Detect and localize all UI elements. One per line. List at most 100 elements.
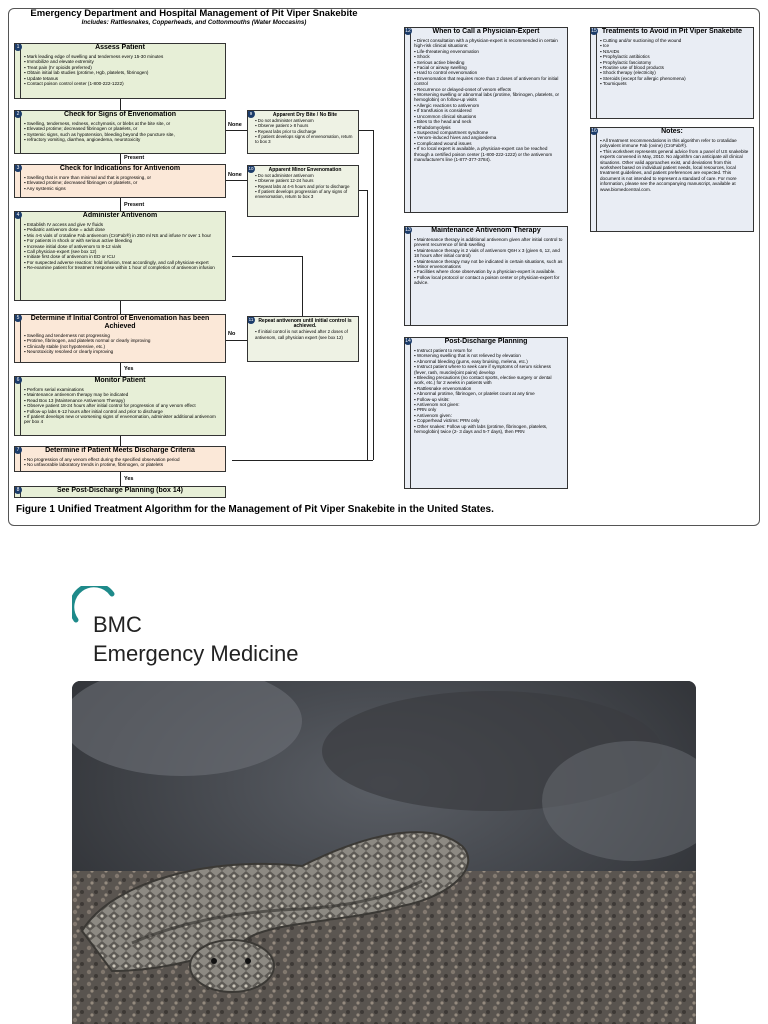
- box-line: ▪ Maintenance therapy is additional anti…: [414, 237, 563, 248]
- connector-line: [226, 340, 247, 341]
- box-line: ▪ Re-examine patient for treatment respo…: [24, 265, 221, 270]
- caption-label: Figure 1: [16, 504, 55, 515]
- publisher-name: BMC: [93, 612, 142, 638]
- caption-text: Unified Treatment Algorithm for the Mana…: [58, 504, 494, 515]
- rattlesnake-photo: [72, 681, 696, 1024]
- box-body: ▪ Swelling that is more than minimal and…: [15, 173, 225, 193]
- box-line: ▪ Other snakes: Follow up with labs (pro…: [414, 424, 563, 435]
- side-box-line: ▪ If initial control is not achieved aft…: [255, 329, 355, 339]
- arrow-label: Present: [124, 202, 144, 208]
- box-heading: Administer Antivenom: [15, 212, 225, 220]
- box-number-badge: 3: [14, 164, 22, 172]
- box-stripe: [15, 212, 21, 300]
- box-body: ▪ All treatment recommendations in this …: [591, 136, 753, 194]
- box-heading: Determine if Patient Meets Discharge Cri…: [15, 447, 225, 455]
- box-stripe: [405, 227, 411, 325]
- connector-line: [120, 436, 121, 446]
- connector-line: [302, 256, 303, 316]
- box-line: ▪ Any systemic signs: [24, 186, 221, 191]
- box-stripe: [405, 338, 411, 488]
- box-heading: Post-Discharge Planning: [405, 338, 567, 346]
- box-body: ▪ Perform serial examinations▪ Maintenan…: [15, 385, 225, 427]
- box-body: ▪ Swelling and tenderness not progressin…: [15, 331, 225, 357]
- box-number-badge: 2: [14, 110, 22, 118]
- connector-line: [373, 130, 374, 460]
- box-number-badge: 10: [247, 165, 255, 173]
- box-body: ▪ No progression of any venom effect dur…: [15, 455, 225, 470]
- box-stripe: [15, 44, 21, 98]
- step-box-4: 4Administer Antivenom▪ Establish IV acce…: [14, 211, 226, 301]
- figure-subtitle: Includes: Rattlesnakes, Copperheads, and…: [14, 19, 374, 26]
- box-line: ▪ Instruct patient where to seek care if…: [414, 364, 563, 375]
- connector-line: [120, 198, 121, 211]
- box-body: ▪ Cutting and/or suctioning of the wound…: [591, 36, 753, 89]
- box-body: ▪ Instruct patient to return for▪ Worsen…: [405, 346, 567, 437]
- connector-line: [232, 460, 373, 461]
- journal-name: Emergency Medicine: [93, 641, 298, 667]
- box-line: ▪ Bleeding precautions (no contact sport…: [414, 375, 563, 386]
- step-box-1: 1Assess Patient▪ Mark leading edge of sw…: [14, 43, 226, 99]
- box-line: ▪ Observe patient 18-24 hours after init…: [24, 403, 221, 408]
- connector-line: [232, 256, 302, 257]
- step-box-7: 7Determine if Patient Meets Discharge Cr…: [14, 446, 226, 472]
- box-stripe: [591, 128, 597, 231]
- box-number-badge: 4: [14, 211, 22, 219]
- box-line: ▪ refractory vomiting, diarrhea, angioed…: [24, 137, 221, 142]
- box-number-badge: 6: [14, 376, 22, 384]
- box-heading: Maintenance Antivenom Therapy: [405, 227, 567, 235]
- box-number-badge: 9: [247, 110, 255, 118]
- box-line: ▪ Neurotoxicity resolved or clearly impr…: [24, 349, 221, 354]
- connector-line: [359, 130, 373, 131]
- box-number-badge: 15: [590, 27, 598, 35]
- box-body: ▪ Direct consultation with a physician-e…: [405, 36, 567, 164]
- box-line: ▪ This worksheet represents general advi…: [600, 149, 749, 192]
- connector-line: [120, 472, 121, 486]
- box-number-badge: 1: [14, 43, 22, 51]
- step-box-6: 6Monitor Patient▪ Perform serial examina…: [14, 376, 226, 436]
- connector-line: [359, 190, 367, 191]
- arrow-label: Present: [124, 155, 144, 161]
- box-line: ▪ Tourniquets: [600, 81, 749, 86]
- arrow-label: No: [228, 331, 235, 337]
- box-line: ▪ Follow local protocol or contact a poi…: [414, 275, 563, 286]
- step-box-5: 5Determine if Initial Control of Envenom…: [14, 314, 226, 363]
- box-heading: Determine if Initial Control of Envenoma…: [15, 315, 225, 331]
- box-stripe: [405, 28, 411, 212]
- connector-line: [120, 301, 121, 314]
- arrow-label: Yes: [124, 476, 133, 482]
- arrow-label: None: [228, 122, 242, 128]
- side-box-heading: Repeat antivenom until initial control i…: [255, 319, 355, 329]
- box-body: ▪ Mark leading edge of swelling and tend…: [15, 52, 225, 88]
- box-body: ▪ Maintenance therapy is additional anti…: [405, 235, 567, 288]
- box-line: ▪ No unfavorable laboratory trends in pr…: [24, 462, 221, 467]
- side-box-10: 10Apparent Minor Envenomation▪ Do not ad…: [247, 165, 359, 217]
- box-line: ▪ Contact poison control center (1-800-2…: [24, 81, 221, 86]
- box-number-badge: 14: [404, 337, 412, 345]
- box-heading: Notes:: [591, 128, 753, 136]
- box-heading: Assess Patient: [15, 44, 225, 52]
- box-stripe: [15, 315, 21, 362]
- figure-title: Emergency Department and Hospital Manage…: [14, 8, 374, 19]
- box-number-badge: 8: [14, 486, 22, 494]
- box-heading: Treatments to Avoid in Pit Viper Snakebi…: [591, 28, 753, 36]
- connector-line: [226, 130, 247, 131]
- box-stripe: [15, 377, 21, 435]
- connector-line: [367, 190, 368, 460]
- box-number-badge: 11: [247, 316, 255, 324]
- info-box-13: 13Maintenance Antivenom Therapy ▪ Mainten…: [404, 226, 568, 326]
- connector-line: [120, 154, 121, 164]
- box-heading: See Post-Discharge Planning (box 14): [15, 487, 225, 495]
- box-line: ▪ If patient develops new or worsening s…: [24, 414, 221, 425]
- box-number-badge: 5: [14, 314, 22, 322]
- side-box-9: 9Apparent Dry Bite / No Bite▪ Do not adm…: [247, 110, 359, 154]
- box-number-badge: 12: [404, 27, 412, 35]
- box-number-badge: 13: [404, 226, 412, 234]
- info-box-14: 14Post-Discharge Planning▪ Instruct pati…: [404, 337, 568, 489]
- box-body: ▪ Swelling, tenderness, redness, ecchymo…: [15, 119, 225, 145]
- arrow-label: None: [228, 172, 242, 178]
- box-number-badge: 16: [590, 127, 598, 135]
